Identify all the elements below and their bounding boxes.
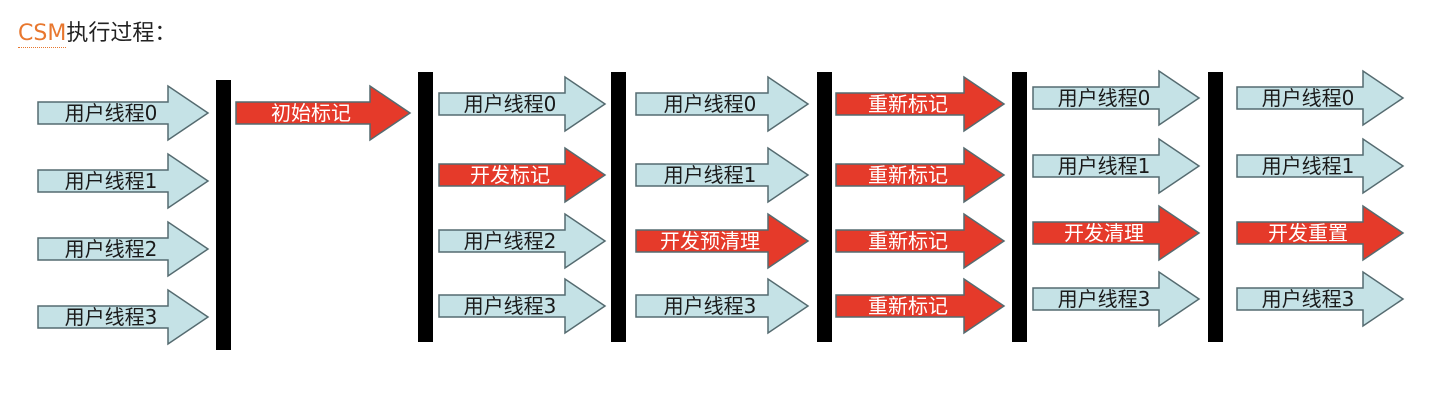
gc-step-arrow-p7-r3: 开发重置 <box>1236 204 1405 262</box>
arrow-shape <box>1236 270 1405 328</box>
gc-step-arrow-p5-r4: 重新标记 <box>835 277 1006 335</box>
arrow-label: 开发重置 <box>1268 221 1348 245</box>
arrow-shape <box>37 288 210 346</box>
user-thread-arrow-p4-r4: 用户线程3 <box>635 277 810 335</box>
arrow-shape <box>37 84 210 142</box>
user-thread-arrow-p6-r1: 用户线程0 <box>1032 69 1201 127</box>
arrow-label: 用户线程3 <box>65 305 158 329</box>
user-thread-arrow-p7-r2: 用户线程1 <box>1236 137 1405 195</box>
user-thread-arrow-p1-r1: 用户线程0 <box>37 84 210 142</box>
barrier-5 <box>1012 72 1027 342</box>
arrow-label: 用户线程1 <box>1058 154 1151 178</box>
arrow-shape <box>37 220 210 278</box>
arrow-label: 用户线程3 <box>1262 287 1355 311</box>
barrier-4 <box>817 72 832 342</box>
arrow-shape <box>1236 204 1405 262</box>
arrow-shape <box>1236 137 1405 195</box>
barrier-6 <box>1208 72 1223 342</box>
arrow-label: 重新标记 <box>868 229 948 253</box>
user-thread-arrow-p3-r4: 用户线程3 <box>438 277 607 335</box>
arrow-label: 用户线程0 <box>65 101 158 125</box>
barrier-2 <box>418 72 433 342</box>
heading-text: 执行过程： <box>66 21 177 46</box>
arrow-label: 用户线程1 <box>65 169 158 193</box>
arrow-shape <box>635 212 810 270</box>
user-thread-arrow-p6-r4: 用户线程3 <box>1032 270 1201 328</box>
user-thread-arrow-p7-r4: 用户线程3 <box>1236 270 1405 328</box>
arrow-label: 用户线程0 <box>464 92 557 116</box>
arrow-shape <box>1032 69 1201 127</box>
gc-step-arrow-p5-r1: 重新标记 <box>835 75 1006 133</box>
arrow-label: 开发清理 <box>1064 221 1144 245</box>
arrow-shape <box>1032 270 1201 328</box>
user-thread-arrow-p1-r3: 用户线程2 <box>37 220 210 278</box>
arrow-shape <box>438 146 607 204</box>
user-thread-arrow-p4-r1: 用户线程0 <box>635 75 810 133</box>
arrow-label: 重新标记 <box>868 92 948 116</box>
barrier-3 <box>611 72 626 342</box>
page-heading: CSM执行过程： <box>18 16 176 52</box>
gc-step-arrow-p2-r1: 初始标记 <box>235 84 412 142</box>
arrow-label: 用户线程1 <box>664 163 757 187</box>
arrow-label: 重新标记 <box>868 163 948 187</box>
arrow-shape <box>835 212 1006 270</box>
csm-link[interactable]: CSM <box>18 21 67 48</box>
arrow-shape <box>635 146 810 204</box>
arrow-label: 用户线程0 <box>664 92 757 116</box>
user-thread-arrow-p4-r2: 用户线程1 <box>635 146 810 204</box>
arrow-label: 用户线程2 <box>464 229 557 253</box>
arrow-shape <box>235 84 412 142</box>
arrow-label: 开发预清理 <box>660 229 760 253</box>
user-thread-arrow-p1-r2: 用户线程1 <box>37 152 210 210</box>
arrow-shape <box>37 152 210 210</box>
arrow-label: 用户线程3 <box>664 294 757 318</box>
arrow-shape <box>438 277 607 335</box>
arrow-shape <box>1236 69 1405 127</box>
user-thread-arrow-p3-r1: 用户线程0 <box>438 75 607 133</box>
arrow-label: 重新标记 <box>868 294 948 318</box>
arrow-shape <box>438 75 607 133</box>
arrow-label: 用户线程0 <box>1262 86 1355 110</box>
arrow-label: 初始标记 <box>271 101 351 125</box>
arrow-shape <box>635 277 810 335</box>
arrow-shape <box>438 212 607 270</box>
arrow-shape <box>635 75 810 133</box>
arrow-label: 用户线程3 <box>464 294 557 318</box>
user-thread-arrow-p6-r2: 用户线程1 <box>1032 137 1201 195</box>
arrow-shape <box>835 277 1006 335</box>
gc-step-arrow-p3-r2: 开发标记 <box>438 146 607 204</box>
user-thread-arrow-p3-r3: 用户线程2 <box>438 212 607 270</box>
gc-step-arrow-p5-r2: 重新标记 <box>835 146 1006 204</box>
gc-step-arrow-p6-r3: 开发清理 <box>1032 204 1201 262</box>
arrow-shape <box>835 75 1006 133</box>
arrow-label: 用户线程3 <box>1058 287 1151 311</box>
arrow-label: 用户线程2 <box>65 237 158 261</box>
arrow-shape <box>835 146 1006 204</box>
user-thread-arrow-p7-r1: 用户线程0 <box>1236 69 1405 127</box>
gc-step-arrow-p4-r3: 开发预清理 <box>635 212 810 270</box>
arrow-label: 用户线程0 <box>1058 86 1151 110</box>
arrow-label: 用户线程1 <box>1262 154 1355 178</box>
user-thread-arrow-p1-r4: 用户线程3 <box>37 288 210 346</box>
barrier-1 <box>216 80 231 350</box>
gc-step-arrow-p5-r3: 重新标记 <box>835 212 1006 270</box>
arrow-label: 开发标记 <box>470 163 550 187</box>
arrow-shape <box>1032 137 1201 195</box>
arrow-shape <box>1032 204 1201 262</box>
